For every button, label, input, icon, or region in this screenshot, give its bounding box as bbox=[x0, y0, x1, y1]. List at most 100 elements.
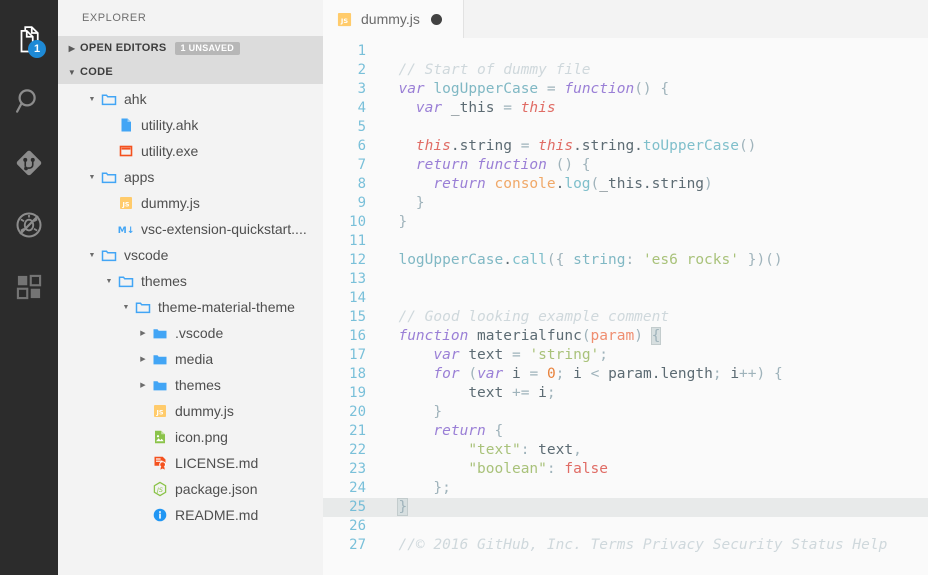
tree-file-utility-ahk[interactable]: ▶utility.ahk bbox=[58, 112, 323, 138]
code-line[interactable]: 2 // Start of dummy file bbox=[323, 61, 928, 80]
tab-dummy-js[interactable]: JS dummy.js bbox=[323, 0, 464, 38]
chevron-right-icon[interactable]: ▶ bbox=[140, 356, 146, 363]
code-line[interactable]: 15 // Good looking example comment bbox=[323, 308, 928, 327]
tree-file-vsc-extension-quickstart[interactable]: ▶M↓vsc-extension-quickstart.... bbox=[58, 216, 323, 242]
code-text[interactable]: return console.log(_this.string) bbox=[381, 175, 928, 194]
section-code[interactable]: ▼ CODE bbox=[58, 60, 323, 84]
tree-folder-themes[interactable]: ▶themes bbox=[58, 372, 323, 398]
svg-text:JS: JS bbox=[156, 408, 164, 416]
chevron-down-icon[interactable]: ▼ bbox=[88, 95, 96, 103]
code-text[interactable]: function materialfunc(param) { bbox=[381, 327, 928, 346]
code-text[interactable]: text += i; bbox=[381, 384, 928, 403]
tree-folder-vscode[interactable]: ▶.vscode bbox=[58, 320, 323, 346]
code-line[interactable]: 21 return { bbox=[323, 422, 928, 441]
tree-file-license-md[interactable]: ▶LICENSE.md bbox=[58, 450, 323, 476]
chevron-right-icon[interactable]: ▶ bbox=[140, 330, 146, 337]
code-text[interactable]: var text = 'string'; bbox=[381, 346, 928, 365]
code-line[interactable]: 23 "boolean": false bbox=[323, 460, 928, 479]
code-line[interactable]: 7 return function () { bbox=[323, 156, 928, 175]
code-line[interactable]: 18 for (var i = 0; i < param.length; i++… bbox=[323, 365, 928, 384]
tree-folder-apps[interactable]: ▼apps bbox=[58, 164, 323, 190]
code-line[interactable]: 14 bbox=[323, 289, 928, 308]
tree-file-utility-exe[interactable]: ▶utility.exe bbox=[58, 138, 323, 164]
code-line[interactable]: 13 bbox=[323, 270, 928, 289]
code-line[interactable]: 16 function materialfunc(param) { bbox=[323, 327, 928, 346]
code-line[interactable]: 8 return console.log(_this.string) bbox=[323, 175, 928, 194]
code-text[interactable]: } bbox=[381, 194, 928, 213]
code-line[interactable]: 22 "text": text, bbox=[323, 441, 928, 460]
activity-item-extensions[interactable] bbox=[0, 256, 58, 318]
activity-item-explorer[interactable]: 1 bbox=[0, 8, 58, 70]
section-open-editors[interactable]: ▶ OPEN EDITORS 1 UNSAVED bbox=[58, 36, 323, 60]
tree-item-label: media bbox=[175, 351, 214, 367]
chevron-down-icon[interactable]: ▼ bbox=[88, 173, 96, 181]
tab-dirty-indicator[interactable] bbox=[430, 13, 442, 25]
code-text[interactable]: for (var i = 0; i < param.length; i++) { bbox=[381, 365, 928, 384]
code-text[interactable]: var logUpperCase = function() { bbox=[381, 80, 928, 99]
code-token: : bbox=[625, 252, 643, 268]
code-line[interactable]: 19 text += i; bbox=[323, 384, 928, 403]
folder-closed-icon bbox=[150, 377, 170, 393]
code-text[interactable]: this.string = this.string.toUpperCase() bbox=[381, 137, 928, 156]
tree-item-label: icon.png bbox=[175, 429, 228, 445]
tree-file-icon-png[interactable]: ▶icon.png bbox=[58, 424, 323, 450]
line-number: 13 bbox=[349, 271, 366, 287]
chevron-down-icon[interactable]: ▼ bbox=[88, 251, 96, 259]
code-line[interactable]: 3 var logUpperCase = function() { bbox=[323, 80, 928, 99]
code-line[interactable]: 6 this.string = this.string.toUpperCase(… bbox=[323, 137, 928, 156]
code-text[interactable]: }; bbox=[381, 479, 928, 498]
code-line[interactable]: 1 bbox=[323, 42, 928, 61]
code-text[interactable]: // Start of dummy file bbox=[381, 61, 928, 80]
tree-folder-media[interactable]: ▶ media bbox=[58, 346, 323, 372]
code-text[interactable]: "boolean": false bbox=[381, 460, 928, 479]
code-token: . bbox=[503, 252, 512, 268]
code-token: : bbox=[546, 461, 565, 477]
code-text[interactable]: var _this = this bbox=[381, 99, 928, 118]
code-line[interactable]: 5 bbox=[323, 118, 928, 137]
code-line[interactable]: 10 } bbox=[323, 213, 928, 232]
code-line[interactable]: 11 bbox=[323, 232, 928, 251]
code-token bbox=[381, 309, 398, 325]
code-line[interactable]: 17 var text = 'string'; bbox=[323, 346, 928, 365]
code-line[interactable]: 26 bbox=[323, 517, 928, 536]
code-line[interactable]: 25 } bbox=[323, 498, 928, 517]
activity-item-search[interactable] bbox=[0, 70, 58, 132]
tree-folder-themes[interactable]: ▼themes bbox=[58, 268, 323, 294]
code-token: () { bbox=[555, 157, 591, 173]
code-token: ; bbox=[555, 366, 574, 382]
code-text[interactable]: } bbox=[381, 498, 928, 517]
activity-item-debug[interactable] bbox=[0, 194, 58, 256]
code-line[interactable]: 27 //© 2016 GitHub, Inc. Terms Privacy S… bbox=[323, 536, 928, 555]
code-line[interactable]: 24 }; bbox=[323, 479, 928, 498]
tree-folder-theme-material-theme[interactable]: ▼theme-material-theme bbox=[58, 294, 323, 320]
chevron-down-icon[interactable]: ▼ bbox=[122, 303, 130, 311]
code-text[interactable]: } bbox=[381, 213, 928, 232]
js-icon: JS bbox=[337, 12, 352, 27]
code-token bbox=[381, 423, 433, 439]
chevron-down-icon[interactable]: ▼ bbox=[105, 277, 113, 285]
code-line[interactable]: 20 } bbox=[323, 403, 928, 422]
code-text[interactable]: // Good looking example comment bbox=[381, 308, 928, 327]
code-line[interactable]: 9 } bbox=[323, 194, 928, 213]
tree-file-readme-md[interactable]: ▶README.md bbox=[58, 502, 323, 528]
code-text[interactable]: } bbox=[381, 403, 928, 422]
code-token: 0 bbox=[546, 366, 556, 382]
activity-item-source-control[interactable] bbox=[0, 132, 58, 194]
code-text[interactable]: logUpperCase.call({ string: 'es6 rocks' … bbox=[381, 251, 928, 270]
code-token: console bbox=[494, 176, 556, 192]
code-line[interactable]: 4 var _this = this bbox=[323, 99, 928, 118]
code-line[interactable]: 12 logUpperCase.call({ string: 'es6 rock… bbox=[323, 251, 928, 270]
code-text[interactable]: return { bbox=[381, 422, 928, 441]
tree-folder-ahk[interactable]: ▼ahk bbox=[58, 86, 323, 112]
code-text[interactable]: return function () { bbox=[381, 156, 928, 175]
code-text[interactable]: //© 2016 GitHub, Inc. Terms Privacy Secu… bbox=[381, 536, 928, 555]
folder-open-icon bbox=[133, 299, 153, 315]
tree-folder-vscode[interactable]: ▼vscode bbox=[58, 242, 323, 268]
chevron-right-icon[interactable]: ▶ bbox=[140, 382, 146, 389]
code-text[interactable]: "text": text, bbox=[381, 441, 928, 460]
